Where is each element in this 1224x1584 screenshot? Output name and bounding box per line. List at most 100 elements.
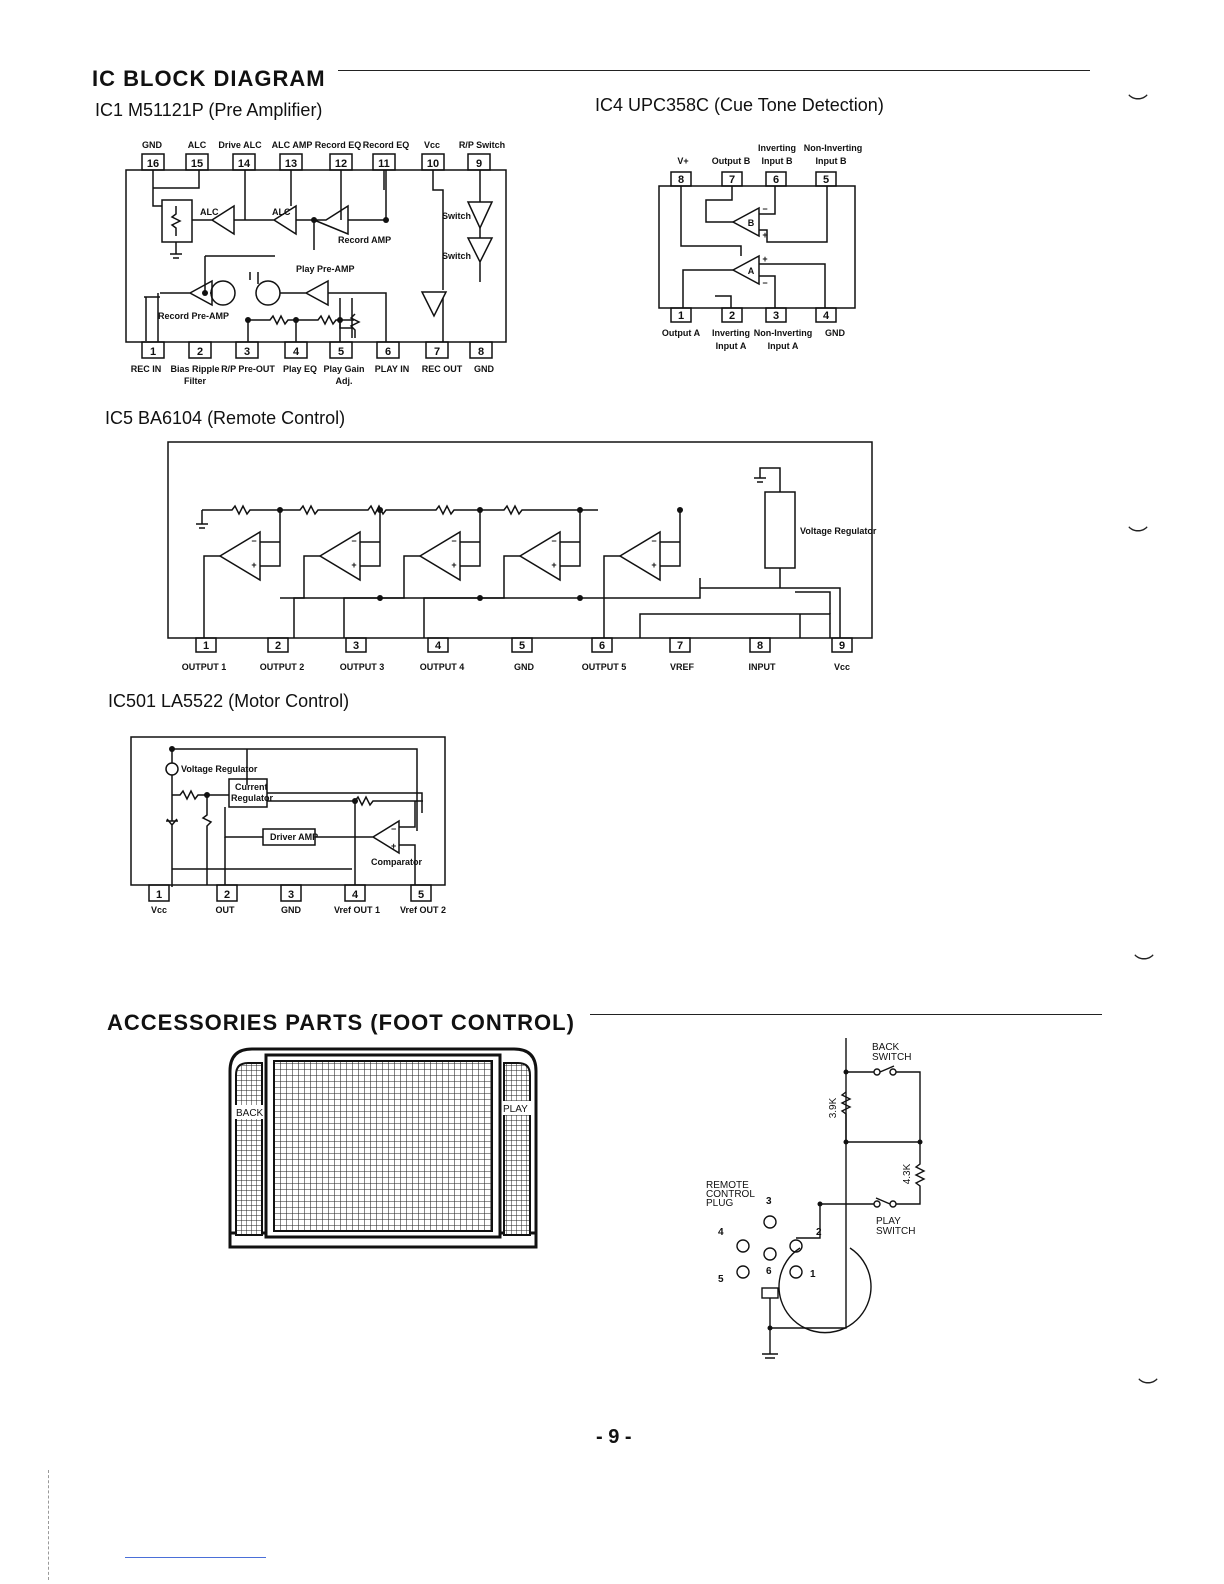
ic501-pin-label: Vcc: [151, 905, 167, 915]
ic1-pin-label: REC OUT: [422, 364, 463, 374]
plug-pin-3: 3: [766, 1196, 772, 1207]
ic1-pin-1: 1: [150, 346, 156, 358]
ic501-pin-1: 1: [156, 889, 162, 901]
ic4-pin-label: V+: [677, 156, 688, 166]
ic501-plus: +: [391, 841, 396, 851]
ic1-pin-13: 13: [285, 158, 297, 170]
ic1-alc-label: ALC: [200, 207, 219, 217]
left-scan-mark: [48, 1470, 49, 1580]
ic5-minus: −: [451, 536, 456, 546]
ic5-pin-8: 8: [757, 640, 763, 652]
ic4-pin-7: 7: [729, 174, 735, 186]
ic-block-diagram-heading: IC BLOCK DIAGRAM: [92, 66, 326, 91]
ic5-pin-label: OUTPUT 3: [340, 662, 385, 672]
ic1-pin-label: Play EQ: [283, 364, 317, 374]
ic5-pin-6: 6: [599, 640, 605, 652]
ic1-pin-15: 15: [191, 158, 203, 170]
ic1-pin-label: Filter: [184, 376, 207, 386]
ic1-pin-label: Drive ALC: [218, 140, 262, 150]
ic501-block-diagram: Voltage Regulator Current Regulator Driv…: [130, 736, 446, 915]
ic5-pin-9: 9: [839, 640, 845, 652]
ic1-record-amp-label: Record AMP: [338, 235, 391, 245]
ic501-minus: −: [391, 824, 396, 834]
ic1-pin-4: 4: [293, 346, 300, 358]
ic1-pin-label: Play Gain: [323, 364, 364, 374]
ic4-minus: −: [762, 278, 767, 288]
ic1-pin-label: Vcc: [424, 140, 440, 150]
ic1-pin-5: 5: [338, 346, 344, 358]
ic501-pin-label: Vref OUT 2: [400, 905, 446, 915]
back-pedal[interactable]: [235, 1062, 263, 1236]
ic1-pin-9: 9: [476, 158, 482, 170]
ic1-play-preamp-label: Play Pre-AMP: [296, 264, 355, 274]
ic1-pin-12: 12: [335, 158, 347, 170]
ic5-pin-label: OUTPUT 5: [582, 662, 627, 672]
ic5-pin-label: INPUT: [749, 662, 777, 672]
ic1-pin-10: 10: [427, 158, 439, 170]
plug-pin-2: 2: [816, 1227, 822, 1238]
ic501-pin-label: Vref OUT 1: [334, 905, 380, 915]
ic1-pin-8: 8: [478, 346, 484, 358]
ic4-pin-label: GND: [825, 328, 846, 338]
plug-pin-5: 5: [718, 1274, 724, 1285]
page-number: - 9 -: [596, 1426, 632, 1448]
ic501-driver-amp-label: Driver AMP: [270, 832, 318, 842]
ic5-pin-1: 1: [203, 640, 209, 652]
ic5-plus: +: [451, 560, 456, 570]
ic1-pin-2: 2: [197, 346, 203, 358]
ic1-pin-label: GND: [142, 140, 163, 150]
ic1-pin-label: ALC: [188, 140, 207, 150]
margin-tick-icon: ︶: [1134, 954, 1154, 976]
back-label: BACK: [236, 1108, 264, 1119]
ic4-plus: +: [762, 254, 767, 264]
ic5-pin-label: Vcc: [834, 662, 850, 672]
ic5-pin-5: 5: [519, 640, 525, 652]
ic1-pin-label: Record EQ: [315, 140, 362, 150]
margin-tick-icon: ︶: [1138, 1378, 1158, 1400]
ic5-voltage-regulator-label: Voltage Regulator: [800, 526, 877, 536]
ic1-pin-label: Adj.: [336, 376, 353, 386]
ic5-pin-4: 4: [435, 640, 442, 652]
ic4-pin-label: Non-Inverting: [754, 328, 813, 338]
play-switch-label: PLAY: [876, 1216, 901, 1227]
ic4-minus: −: [762, 204, 767, 214]
ic501-pin-label: GND: [281, 905, 302, 915]
ic1-pin-3: 3: [244, 346, 250, 358]
ic5-plus: +: [551, 560, 556, 570]
ic501-voltage-regulator-label: Voltage Regulator: [181, 764, 258, 774]
ic5-pin-label: OUTPUT 4: [420, 662, 465, 672]
ic1-switch-label: Switch: [442, 251, 471, 261]
ic1-pin-16: 16: [147, 158, 159, 170]
pedal-grid: [273, 1060, 493, 1232]
ic5-pin-label: OUTPUT 1: [182, 662, 227, 672]
back-switch-label: SWITCH: [872, 1052, 911, 1063]
plug-pin-6: 6: [766, 1266, 772, 1277]
ic1-pin-label: PLAY IN: [375, 364, 410, 374]
ic4-pin-label: Input A: [716, 341, 747, 351]
ic1-pin-label: ALC AMP: [272, 140, 313, 150]
play-label: PLAY: [503, 1104, 528, 1115]
ic4-amp-a-label: A: [748, 266, 755, 276]
ic1-pin-label: Bias Ripple: [170, 364, 219, 374]
ic5-pin-label: VREF: [670, 662, 695, 672]
ic501-pin-3: 3: [288, 889, 294, 901]
ic5-minus: −: [251, 536, 256, 546]
ic4-pin-1: 1: [678, 310, 684, 322]
ic5-minus: −: [551, 536, 556, 546]
ic4-pin-label: Non-Inverting: [804, 143, 863, 153]
ic4-plus: +: [762, 230, 767, 240]
ic5-pin-label: OUTPUT 2: [260, 662, 305, 672]
ic501-pin-2: 2: [224, 889, 230, 901]
ic4-amp-b-label: B: [748, 218, 755, 228]
ic5-minus: −: [351, 536, 356, 546]
play-pedal[interactable]: [503, 1062, 531, 1236]
ic4-pin-label: Input B: [816, 156, 847, 166]
ic4-block-diagram: B A − + + − 8 7 6 5 1 2 3 4 V+ Output B …: [658, 143, 863, 351]
ic4-title: IC4 UPC358C (Cue Tone Detection): [595, 95, 884, 115]
ic1-pin-6: 6: [385, 346, 391, 358]
ic501-pin-4: 4: [352, 889, 359, 901]
ic4-pin-2: 2: [729, 310, 735, 322]
ic501-current-regulator-label: Regulator: [231, 793, 274, 803]
remote-plug-label: CONTROL: [706, 1189, 755, 1200]
plug-pin-4: 4: [718, 1227, 724, 1238]
